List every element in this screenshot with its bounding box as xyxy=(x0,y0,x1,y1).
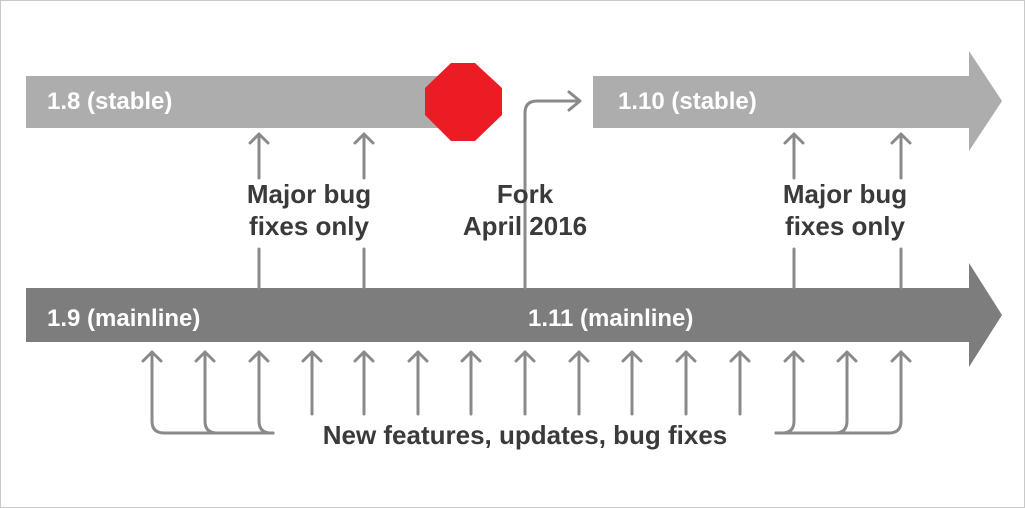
mainline-new-label: 1.11 (mainline) xyxy=(528,305,694,332)
right-bugfix-line2: fixes only xyxy=(785,211,905,241)
fork-line1: Fork xyxy=(496,179,554,209)
fork-connector xyxy=(523,90,582,290)
right-bugfix-arrows xyxy=(783,132,912,290)
right-bugfix-line1: Major bug xyxy=(782,179,908,209)
feature-arrow xyxy=(353,350,375,416)
left-bugfix-line1: Major bug xyxy=(246,179,372,209)
feature-arrow xyxy=(141,350,275,435)
stable-old-label: 1.8 (stable) xyxy=(47,88,173,115)
feature-arrow xyxy=(774,350,805,435)
feature-arrow xyxy=(621,350,643,416)
fork-line2: April 2016 xyxy=(462,211,588,241)
stable-bar-old xyxy=(26,76,476,128)
feature-arrow xyxy=(774,350,858,435)
fork-note: Fork April 2016 xyxy=(445,178,605,242)
stable-new-label: 1.10 (stable) xyxy=(618,88,757,115)
feature-arrow xyxy=(301,350,323,416)
stop-sign-icon xyxy=(425,63,502,141)
left-bugfix-line2: fixes only xyxy=(249,211,369,241)
feature-arrow xyxy=(248,350,275,435)
feature-arrow xyxy=(675,350,697,416)
mainline-old-label: 1.9 (mainline) xyxy=(47,305,201,332)
right-bugfix-note: Major bug fixes only xyxy=(765,178,925,242)
feature-arrow xyxy=(407,350,429,416)
feature-arrow xyxy=(774,350,912,435)
bottom-note: New features, updates, bug fixes xyxy=(322,420,728,450)
stable-bar-new xyxy=(593,51,1002,151)
left-bugfix-note: Major bug fixes only xyxy=(229,178,389,242)
feature-arrow xyxy=(568,350,590,416)
mainline-bar xyxy=(26,263,1002,367)
left-bugfix-arrows xyxy=(248,132,375,290)
feature-arrow xyxy=(729,350,751,416)
feature-arrows xyxy=(141,350,912,435)
feature-arrow xyxy=(514,350,536,416)
feature-arrow xyxy=(460,350,482,416)
feature-arrow xyxy=(194,350,275,435)
